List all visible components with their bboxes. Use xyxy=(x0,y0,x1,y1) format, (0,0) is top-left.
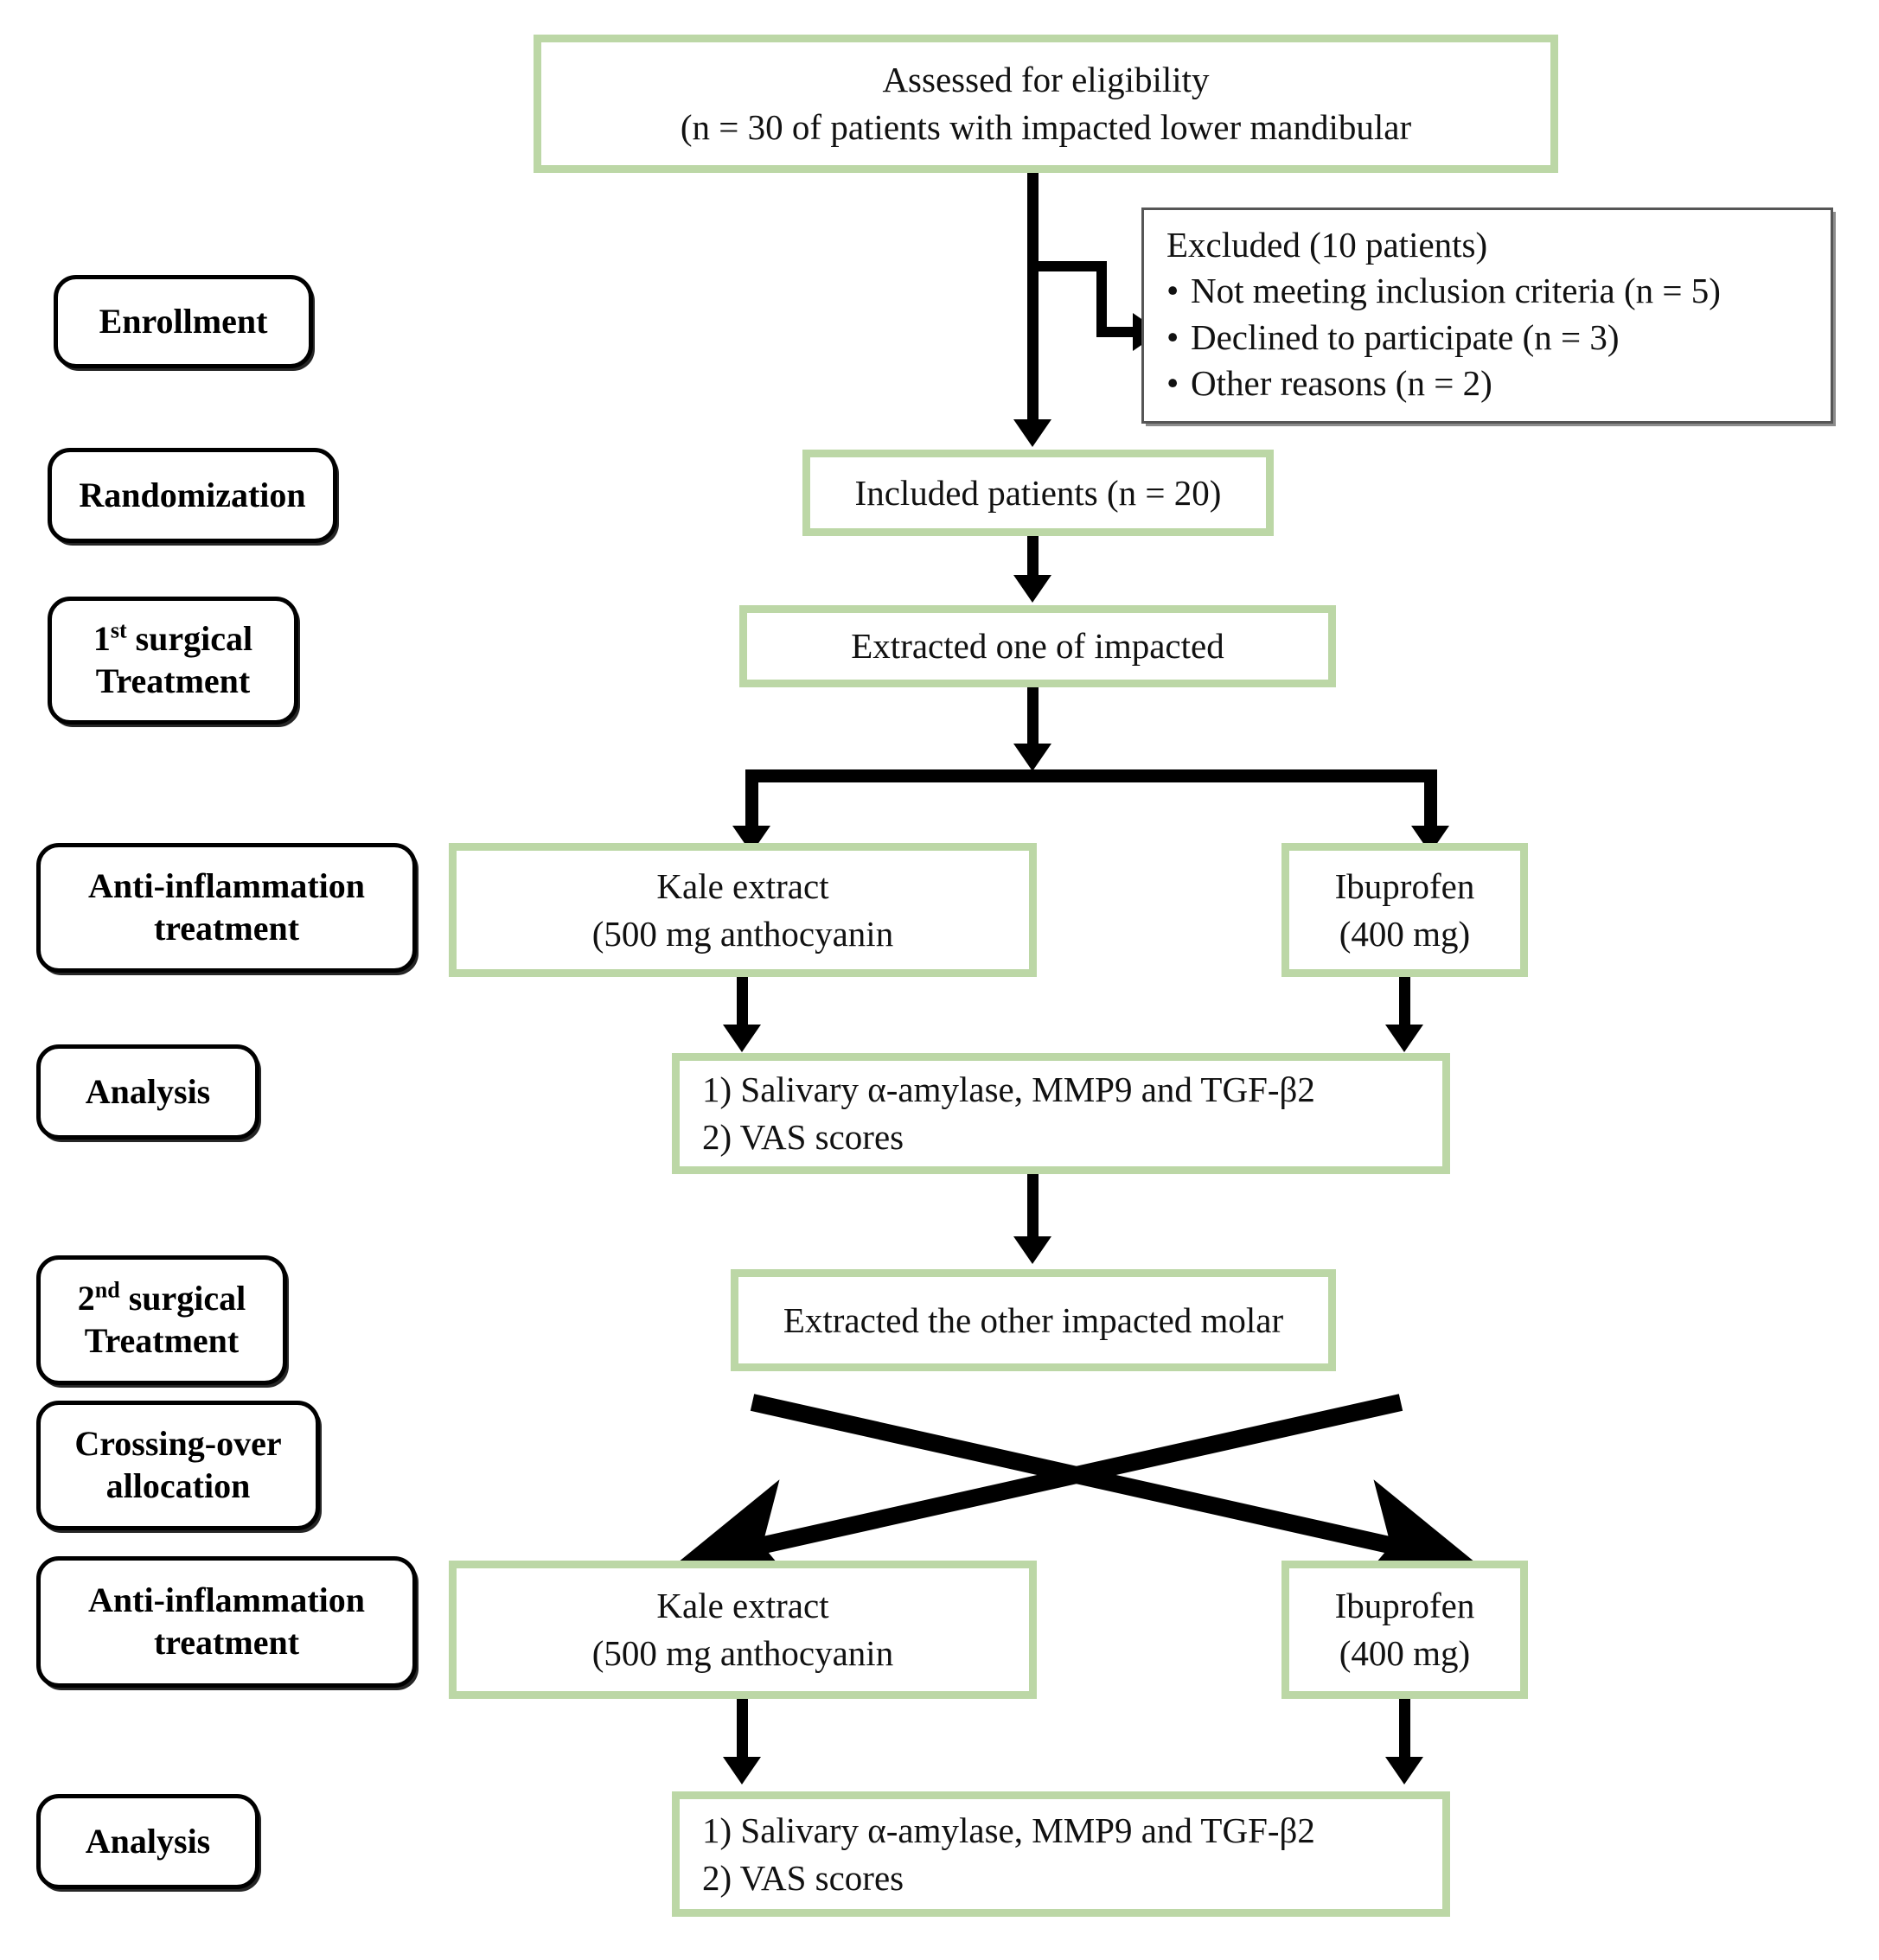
crossover-arrow-right-to-left xyxy=(674,1394,1403,1598)
connector-split-drop-left xyxy=(745,769,758,839)
stage-label-text: 1st surgical Treatment xyxy=(93,618,252,703)
stage-label-analysis-1: Analysis xyxy=(36,1044,259,1140)
connector-kale1-to-analysis1 xyxy=(737,977,748,1037)
stage-label-text: Analysis xyxy=(85,1071,211,1111)
excluded-item-text: Not meeting inclusion criteria (n = 5) xyxy=(1191,271,1721,311)
stage-label-line1: Anti-inflammation xyxy=(88,1580,365,1620)
arrowhead-kale2-analysis2 xyxy=(723,1757,761,1784)
node-line-1: Ibuprofen xyxy=(1334,1586,1475,1626)
arrowhead-to-included xyxy=(1013,419,1051,447)
node-line-2: (400 mg) xyxy=(1339,1633,1471,1673)
node-line-1: Kale extract xyxy=(656,1586,829,1626)
node-line-1: Kale extract xyxy=(656,865,829,906)
arrowhead-to-extracted-first xyxy=(1013,575,1051,603)
node-line-2: (500 mg anthocyanin xyxy=(591,913,894,954)
node-extracted-other-molar: Extracted the other impacted molar xyxy=(731,1269,1336,1371)
node-analysis-outcomes-1: 1) Salivary α-amylase, MMP9 and TGF-β2 2… xyxy=(672,1053,1450,1174)
node-line-2: 2) VAS scores xyxy=(702,1117,904,1157)
stage-label-crossing-over-allocation: Crossing-over allocation xyxy=(36,1401,320,1530)
stage-label-anti-inflammation-treatment-1: Anti-inflammation treatment xyxy=(36,843,417,973)
stage-label-enrollment: Enrollment xyxy=(54,275,313,368)
arrowhead-kale1-analysis1 xyxy=(723,1025,761,1052)
connector-split-bar xyxy=(745,769,1437,782)
connector-kale2-to-analysis2 xyxy=(737,1699,748,1768)
crossover-arrow-left-to-right xyxy=(750,1394,1479,1598)
stage-label-line1: Crossing-over xyxy=(74,1424,282,1464)
node-line-1: Included patients (n = 20) xyxy=(854,472,1222,513)
arrowhead-ibuprofen2-analysis2 xyxy=(1385,1757,1423,1784)
node-line-1: Extracted one of impacted xyxy=(851,626,1224,667)
node-excluded: Excluded (10 patients) • Not meeting incl… xyxy=(1141,207,1833,424)
node-line-1: Extracted the other impacted molar xyxy=(783,1299,1284,1340)
ordinal-rest: surgical xyxy=(126,619,253,659)
connector-excluded-elbow-drop xyxy=(1096,261,1107,337)
excluded-item-2: • Declined to participate (n = 3) xyxy=(1166,315,1813,361)
stage-label-randomization: Randomization xyxy=(48,448,337,543)
node-line-2: (400 mg) xyxy=(1339,913,1471,954)
arrowhead-to-extracted-second xyxy=(1013,1236,1051,1264)
stage-label-line2: allocation xyxy=(105,1466,251,1505)
node-line-1: Assessed for eligibility xyxy=(882,60,1210,100)
node-kale-extract-1: Kale extract (500 mg anthocyanin xyxy=(449,843,1037,977)
stage-label-second-surgical-treatment: 2nd surgical Treatment xyxy=(36,1255,287,1385)
stage-label-text: Anti-inflammation treatment xyxy=(88,1580,365,1664)
stage-label-line1: Anti-inflammation xyxy=(88,866,365,906)
stage-label-anti-inflammation-treatment-2: Anti-inflammation treatment xyxy=(36,1556,417,1688)
excluded-item-text: Declined to participate (n = 3) xyxy=(1191,316,1620,357)
stage-label-text: Enrollment xyxy=(99,301,268,341)
stage-label-first-surgical-treatment: 1st surgical Treatment xyxy=(48,597,298,725)
node-ibuprofen-2: Ibuprofen (400 mg) xyxy=(1281,1561,1528,1699)
stage-label-text: Analysis xyxy=(85,1821,211,1861)
ordinal-suffix: st xyxy=(110,617,127,643)
excluded-heading: Excluded (10 patients) xyxy=(1166,225,1488,265)
stage-label-text: Randomization xyxy=(79,475,306,514)
node-line-2: 2) VAS scores xyxy=(702,1857,904,1898)
excluded-item-1: • Not meeting inclusion criteria (n = 5) xyxy=(1166,268,1813,314)
connector-ibuprofen2-to-analysis2 xyxy=(1399,1699,1410,1768)
excluded-item-3: • Other reasons (n = 2) xyxy=(1166,361,1813,406)
stage-label-line2: Treatment xyxy=(95,661,251,700)
excluded-item-text: Other reasons (n = 2) xyxy=(1191,362,1492,403)
stage-label-line2: treatment xyxy=(153,1623,300,1662)
node-extracted-one-of-impacted: Extracted one of impacted xyxy=(739,605,1336,687)
stage-label-line2: treatment xyxy=(153,909,300,948)
connector-extracted-first-stem xyxy=(1027,687,1039,761)
bullet-icon: • xyxy=(1166,271,1179,311)
connector-excluded-elbow-bottom xyxy=(1096,327,1138,337)
stage-label-line2: Treatment xyxy=(84,1321,240,1360)
bullet-icon: • xyxy=(1166,362,1179,403)
ordinal-suffix: nd xyxy=(94,1277,120,1303)
stage-label-text: Anti-inflammation treatment xyxy=(88,865,365,950)
arrowhead-ibuprofen1-analysis1 xyxy=(1385,1025,1423,1052)
bullet-icon: • xyxy=(1166,316,1179,357)
node-assessed-for-eligibility: Assessed for eligibility (n = 30 of pati… xyxy=(534,35,1558,173)
stage-label-text: Crossing-over allocation xyxy=(74,1423,281,1508)
ordinal-number: 2 xyxy=(77,1279,95,1318)
node-line-1: 1) Salivary α-amylase, MMP9 and TGF-β2 xyxy=(702,1069,1315,1110)
node-line-2: (n = 30 of patients with impacted lower … xyxy=(680,107,1412,147)
node-kale-extract-2: Kale extract (500 mg anthocyanin xyxy=(449,1561,1037,1699)
node-line-1: 1) Salivary α-amylase, MMP9 and TGF-β2 xyxy=(702,1810,1315,1850)
arrowhead-split-center xyxy=(1013,744,1051,771)
node-ibuprofen-1: Ibuprofen (400 mg) xyxy=(1281,843,1528,977)
node-included-patients: Included patients (n = 20) xyxy=(802,450,1274,536)
ordinal-rest: surgical xyxy=(119,1279,246,1318)
node-line-2: (500 mg anthocyanin xyxy=(591,1633,894,1673)
ordinal-number: 1 xyxy=(93,619,111,659)
connector-ibuprofen1-to-analysis1 xyxy=(1399,977,1410,1037)
node-analysis-outcomes-2: 1) Salivary α-amylase, MMP9 and TGF-β2 2… xyxy=(672,1791,1450,1917)
connector-excluded-elbow-top xyxy=(1035,261,1107,271)
node-line-1: Ibuprofen xyxy=(1334,865,1475,906)
connector-split-drop-right xyxy=(1424,769,1437,839)
stage-label-analysis-2: Analysis xyxy=(36,1794,259,1889)
connector-analysis1-to-extracted-second xyxy=(1027,1174,1039,1250)
stage-label-text: 2nd surgical Treatment xyxy=(78,1278,246,1363)
connector-eligibility-to-included xyxy=(1027,173,1039,432)
